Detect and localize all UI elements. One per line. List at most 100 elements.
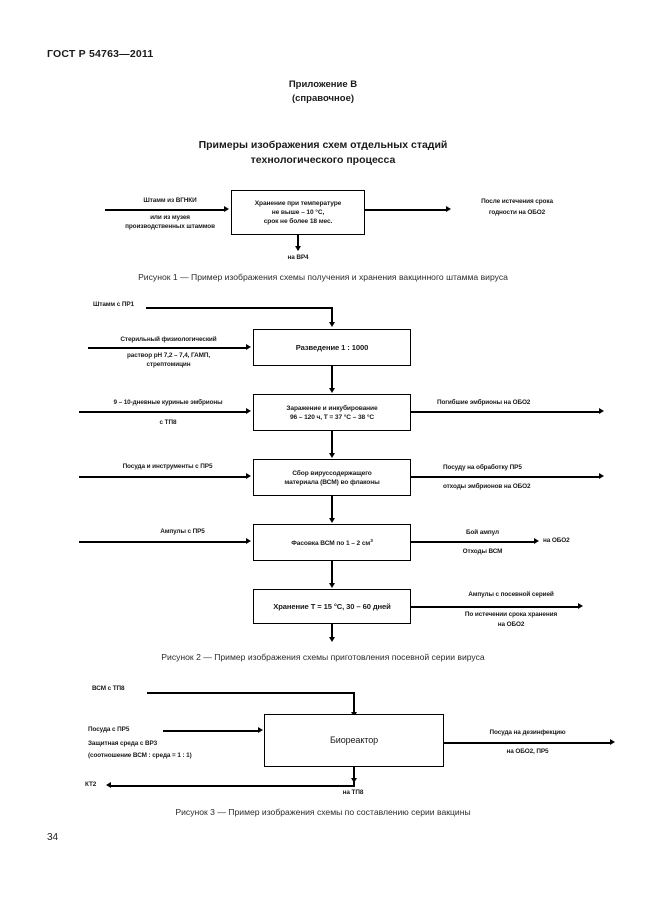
figure2-step1-to-step2-arrowhead <box>328 388 335 393</box>
figure2-top-input-arrowhead <box>328 322 335 327</box>
figure2-step3-input-arrowhead <box>246 473 251 479</box>
figure2-step3-output-arrowhead <box>599 473 604 479</box>
figure3-bottom-down-arrowhead <box>350 778 357 783</box>
figure1-down-connector <box>297 235 299 250</box>
figure1-output-label-line2: годности на ОБО2 <box>488 209 546 216</box>
figure2-step4-box-superscript: 3 <box>370 538 373 544</box>
appendix-subtitle: (справочное) <box>291 93 355 104</box>
figure3-bottom-vline <box>353 767 355 787</box>
figure1-input-label-line2: или из музея <box>150 214 190 221</box>
figure3-output-line2: на ОБО2, ПР5 <box>506 748 549 755</box>
figure2-step2-input-connector <box>79 411 247 413</box>
figure2-step2-to-step3-arrowhead <box>328 453 335 458</box>
figure2-step3-output-line2: отходы эмбрионов на ОБО2 <box>443 483 531 490</box>
figure2-step4-to-step5-arrowhead <box>328 583 335 588</box>
figure2-step5-down-line <box>331 624 333 640</box>
figure2-step4-output-line1: Бой ампул <box>466 529 499 536</box>
appendix-heading: Приложение В (справочное) <box>0 78 646 106</box>
figure1-output-connector <box>365 209 447 211</box>
figure3-top-input-label: ВСМ с ТП8 <box>92 685 125 692</box>
figure-3-diagram: ВСМ с ТП8 Посуда с ПР5 Защитная среда с … <box>85 685 615 796</box>
figure3-output-connector <box>444 742 611 744</box>
figure-1-diagram: Штамм из ВГНКИ или из музея производстве… <box>0 0 646 270</box>
page-number: 34 <box>47 832 59 843</box>
figure2-step1-input-arrowhead <box>246 344 251 350</box>
figure2-step2-output-label: Погибшие эмбрионы на ОБО2 <box>437 399 531 406</box>
figure1-input-connector <box>105 209 225 211</box>
figure2-step2-box-line2: 96 – 120 ч, Т = 37 °С – 38 °С <box>289 413 375 421</box>
figure3-bioreactor-box: Биореактор <box>264 714 444 767</box>
figure2-step2-box-line1: Заражение и инкубирование <box>286 404 378 412</box>
appendix-title: Приложение В <box>288 79 358 90</box>
figure3-bottom-hline <box>110 785 355 787</box>
figure3-output-arrowhead <box>610 739 615 745</box>
figure2-step5-output-line3: на ОБО2 <box>497 621 525 628</box>
page-title-line2: технологического процесса <box>250 154 396 166</box>
figure2-step4-output-tail: на ОБО2 <box>543 537 570 544</box>
figure2-step3-box: Сбор вируссодержащего материала (ВСМ) во… <box>253 459 411 496</box>
figure2-step4-to-step5-line <box>331 561 333 585</box>
figure2-step2-output-arrowhead <box>599 408 604 414</box>
figure2-top-input-hline <box>146 307 333 309</box>
figure1-box-line1: Хранение при температуре <box>254 200 342 207</box>
figure3-left-label-line1: Посуда с ПР5 <box>88 726 130 733</box>
figure2-step1-input-line1: Стерильный физиологический <box>120 336 217 343</box>
standard-header: ГОСТ Р 54763—2011 <box>47 48 154 60</box>
figure2-step2-input-line1: 9 – 10-дневные куриные эмбрионы <box>113 399 223 406</box>
figure2-step4-output-line2: Отходы ВСМ <box>462 548 503 555</box>
figure2-step5-box: Хранение Т = 15 °С, 30 – 60 дней <box>253 589 411 624</box>
figure1-input-label-line3: производственных штаммов <box>125 223 215 230</box>
figure2-step1-box: Разведение 1 : 1000 <box>253 329 411 366</box>
figure3-left-label-line2: Защитная среда с ВР3 <box>88 740 158 747</box>
figure2-step4-output-connector <box>411 541 535 543</box>
figure3-bottom-left-arrowhead <box>106 782 111 788</box>
figure2-step1-input-connector <box>88 347 247 349</box>
figure2-step2-input-line2: с ТП8 <box>159 419 177 426</box>
figure2-top-input-label: Штамм с ПР1 <box>93 301 134 308</box>
figure2-step4-box-text: Фасовка ВСМ по 1 – 2 см <box>291 540 371 548</box>
figure2-step5-output-connector <box>411 606 579 608</box>
figure1-input-label-line1: Штамм из ВГНКИ <box>143 197 197 204</box>
figure1-output-label-line1: После истечения срока <box>481 198 553 205</box>
figure1-box-line3: срок не более 18 мес. <box>263 218 333 225</box>
figure2-step4-input-line1: Ампулы с ПР5 <box>160 528 205 535</box>
figure-2-diagram: Штамм с ПР1 Стерильный физиологический р… <box>79 301 604 642</box>
figure3-output-line1: Посуда на дезинфекцию <box>489 729 566 736</box>
figure2-step3-box-line1: Сбор вируссодержащего <box>292 469 372 477</box>
figure2-step3-input-connector <box>79 476 247 478</box>
figure2-step2-output-connector <box>411 411 600 413</box>
figure2-step5-box-text: Хранение Т = 15 °С, 30 – 60 дней <box>273 601 391 611</box>
figure3-left-input-arrowhead <box>258 727 263 733</box>
figure-3-caption: Рисунок 3 — Пример изображения схемы по … <box>175 807 471 817</box>
figure2-step4-input-connector <box>79 541 247 543</box>
figure2-step4-output-arrowhead <box>534 538 539 544</box>
figure2-step3-output-line1: Посуду на обработку ПР5 <box>443 464 522 471</box>
figure2-top-input-vline <box>331 307 333 324</box>
figure2-step2-box: Заражение и инкубирование 96 – 120 ч, Т … <box>253 394 411 431</box>
figure2-step1-box-text: Разведение 1 : 1000 <box>295 342 369 352</box>
figure3-left-label-line3: (соотношение ВСМ : среда = 1 : 1) <box>88 752 192 759</box>
figure1-down-label: на ВР4 <box>287 254 309 261</box>
page-title-line1: Примеры изображения схем отдельных стади… <box>198 139 448 151</box>
figure2-step5-down-arrowhead <box>328 637 335 642</box>
figure1-input-arrowhead <box>224 206 229 212</box>
figure2-step4-box: Фасовка ВСМ по 1 – 2 см3 <box>253 524 411 561</box>
page-title: Примеры изображения схем отдельных стади… <box>0 138 646 168</box>
figure2-step4-input-arrowhead <box>246 538 251 544</box>
figure1-box-line2: не выше – 10 °С, <box>271 209 325 216</box>
figure1-down-arrowhead <box>294 246 301 251</box>
figure3-left-input-connector <box>163 730 259 732</box>
figure2-step3-input-line1: Посуда и инструменты с ПР5 <box>122 463 213 470</box>
figure2-step5-output-arrowhead <box>578 603 583 609</box>
figure3-bottom-left-label: КТ2 <box>85 781 97 788</box>
figure2-step2-input-arrowhead <box>246 408 251 414</box>
figure-1-caption: Рисунок 1 — Пример изображения схемы пол… <box>138 272 508 282</box>
figure2-step5-output-line2: По истечении срока хранения <box>464 611 558 618</box>
figure2-step3-box-line2: материала (ВСМ) во флаконы <box>284 478 380 486</box>
figure1-storage-box: Хранение при температуре не выше – 10 °С… <box>231 190 365 235</box>
figure2-step5-output-line1: Ампулы с посевной серией <box>468 591 554 598</box>
figure3-bioreactor-label: Биореактор <box>329 735 379 745</box>
figure3-top-input-vline <box>353 692 355 714</box>
figure2-step3-output-connector <box>411 476 600 478</box>
